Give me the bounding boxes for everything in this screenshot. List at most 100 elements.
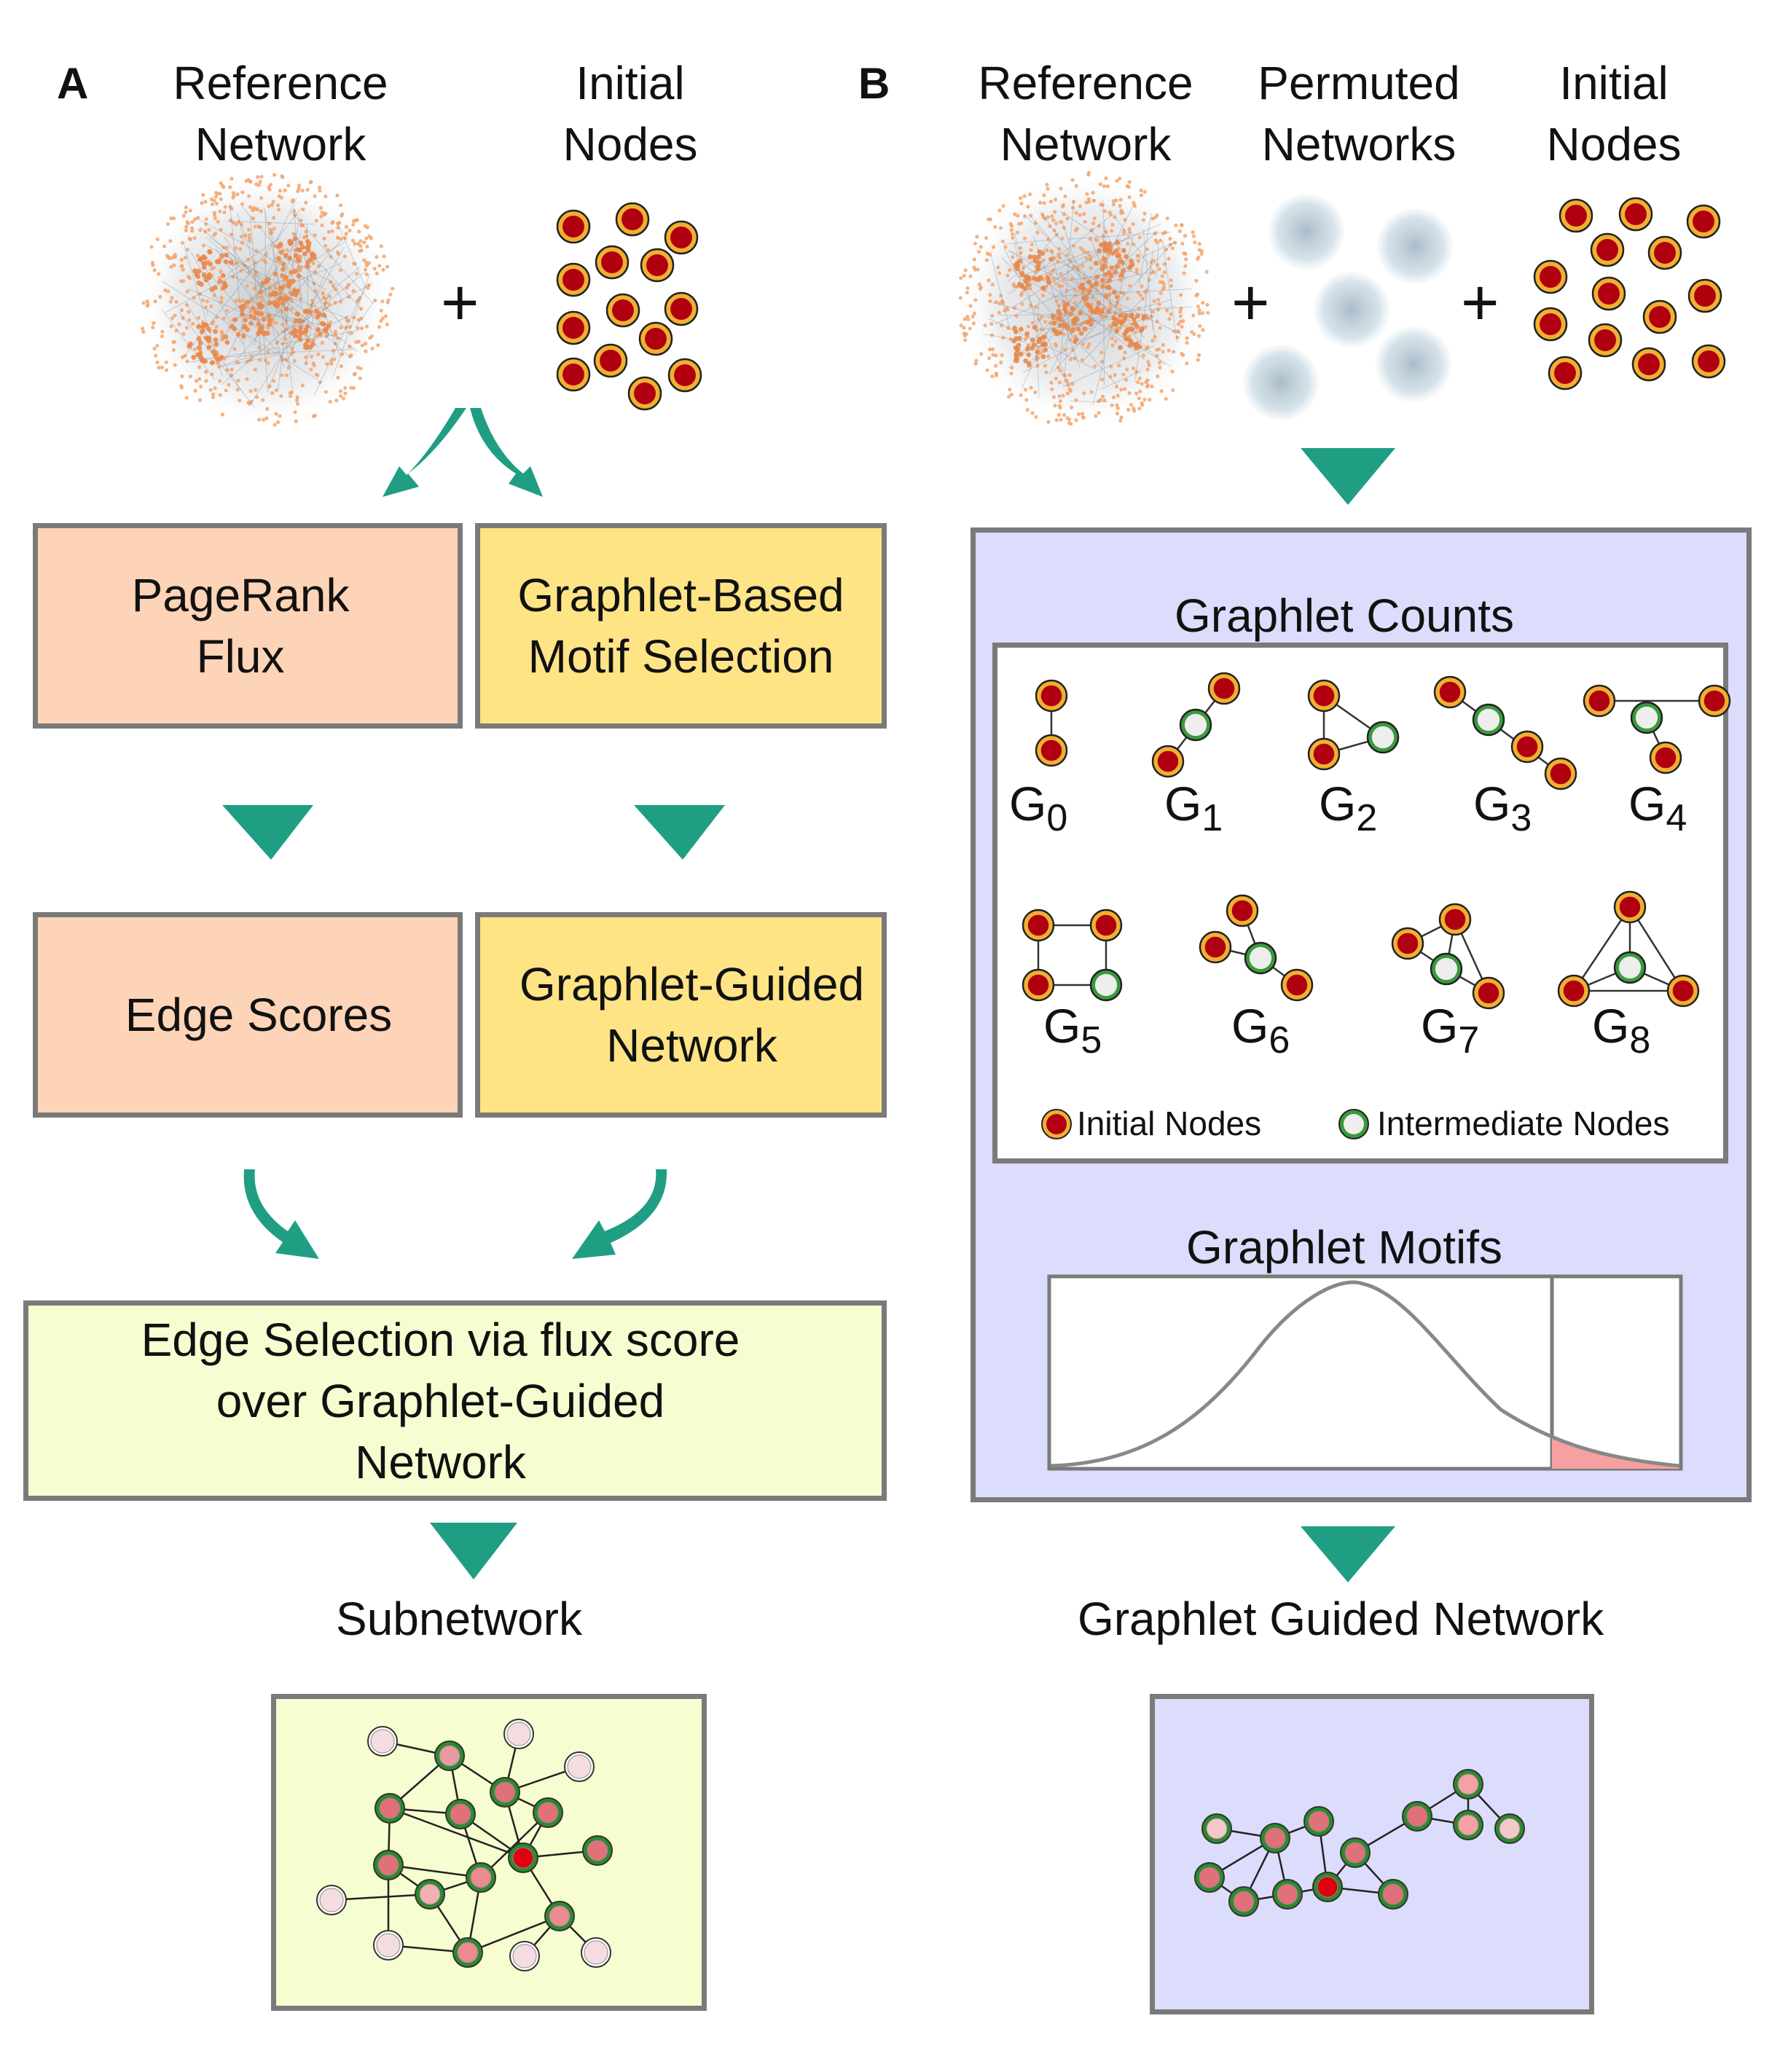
reference-network-b — [956, 170, 1215, 430]
subnetwork-node — [581, 1937, 611, 1968]
guided-network-node — [1272, 1879, 1303, 1910]
initial-node — [556, 209, 591, 244]
subnetwork-node — [544, 1901, 575, 1931]
initial-node — [1438, 903, 1472, 936]
legend-intermediate-node-icon — [1338, 1109, 1369, 1139]
subnetwork-node — [375, 1793, 405, 1824]
pagerank-flux-box: PageRank Flux — [33, 523, 463, 729]
graphlet-label-g4: G4 — [1628, 777, 1687, 839]
subnetwork-node — [445, 1799, 476, 1829]
graphlet-motifs-distribution — [1047, 1274, 1683, 1471]
guided-network-node — [1453, 1810, 1483, 1840]
intermediate-node — [1089, 968, 1123, 1002]
initial-node — [1649, 741, 1682, 774]
subnetwork-node — [452, 1937, 483, 1968]
edge-selection-box: Edge Selection via flux score over Graph… — [23, 1300, 887, 1501]
graphlet-label-g0: G0 — [1009, 777, 1068, 839]
intermediate-node — [1179, 708, 1212, 742]
subnetwork-graph — [316, 1719, 613, 1971]
initial-node — [1022, 909, 1055, 942]
intermediate-node — [1366, 721, 1400, 754]
initial-node — [1089, 909, 1123, 942]
initial-node — [1691, 344, 1726, 379]
initial-node — [627, 376, 662, 411]
chevron-icon — [1301, 448, 1395, 505]
subnetwork-node — [415, 1879, 445, 1910]
initial-node — [1307, 737, 1341, 771]
initial-node — [1590, 232, 1625, 267]
subnetwork-node — [508, 1843, 538, 1873]
edge-scores-box: Edge Scores — [33, 912, 463, 1118]
subnetwork-node — [564, 1751, 595, 1782]
guided-network-node — [1340, 1837, 1371, 1868]
subnetwork-box — [271, 1694, 707, 2011]
initial-node — [1151, 745, 1185, 778]
initial-node — [1548, 356, 1583, 391]
intermediate-node — [1613, 951, 1647, 984]
subnetwork-label: Subnetwork — [336, 1593, 582, 1645]
chevron-icon — [1301, 1526, 1395, 1582]
initial-node — [638, 321, 673, 356]
chevron-icon — [634, 805, 725, 860]
initial-node — [1433, 675, 1467, 709]
subnetwork-node — [533, 1797, 563, 1828]
legend-initial-node-icon — [1041, 1109, 1072, 1139]
initial-node — [556, 310, 591, 345]
initial-node — [1472, 976, 1505, 1010]
chevron-icon — [430, 1523, 517, 1579]
initial-node — [1631, 347, 1666, 382]
intermediate-node — [1244, 941, 1277, 975]
panel-b-reference-label: Reference Network — [978, 57, 1193, 170]
initial-nodes-a — [556, 202, 702, 411]
guided-network-label: Graphlet-Guided Network — [519, 958, 865, 1072]
subnetwork-node — [373, 1930, 404, 1961]
subnetwork-node — [434, 1741, 465, 1771]
initial-node — [1687, 278, 1722, 313]
edge-selection-label: Edge Selection via flux score over Graph… — [141, 1313, 740, 1488]
initial-node — [667, 358, 702, 393]
guided-network-node — [1194, 1862, 1225, 1893]
legend-initial-label: Initial Nodes — [1077, 1104, 1262, 1142]
panel-a-plus: + — [441, 267, 479, 340]
initial-node — [1035, 734, 1068, 767]
graphlet-guided-network-box — [1150, 1694, 1594, 2014]
guided-network-node — [1312, 1872, 1343, 1902]
initial-node — [1557, 974, 1591, 1008]
guided-network-node — [1303, 1806, 1334, 1837]
panel-a-arrows — [222, 408, 725, 1579]
initial-node — [1588, 323, 1623, 358]
guided-network-node — [1201, 1813, 1232, 1844]
initial-node — [1686, 204, 1721, 239]
initial-node — [1199, 930, 1232, 964]
graphlet-label-g3: G3 — [1473, 777, 1532, 839]
panel-b-plus-1: + — [1231, 267, 1270, 340]
initial-node — [605, 293, 640, 328]
initial-node — [556, 357, 591, 392]
panel-b-permuted-label: Permuted Networks — [1258, 57, 1460, 170]
subnetwork-node — [466, 1862, 496, 1893]
intermediate-node — [1430, 952, 1463, 986]
initial-node — [1591, 276, 1626, 311]
initial-node — [640, 248, 675, 283]
motif-selection-label: Graphlet-Based Motif Selection — [517, 569, 844, 683]
legend-intermediate-label: Intermediate Nodes — [1377, 1104, 1670, 1142]
graphlet-guided-network-graph — [1194, 1769, 1525, 1917]
guided-network-node — [1378, 1879, 1408, 1910]
graphlet-counts-title: Graphlet Counts — [1174, 589, 1515, 642]
graphlet-label-g8: G8 — [1592, 999, 1651, 1061]
graphlet-label-g1: G1 — [1164, 777, 1223, 839]
edge-scores-label: Edge Scores — [125, 989, 393, 1041]
permuted-networks — [1243, 194, 1453, 420]
subnetwork-node — [503, 1719, 534, 1749]
initial-node — [1035, 679, 1068, 713]
intermediate-node — [1472, 703, 1505, 737]
subnetwork-node — [367, 1726, 398, 1757]
reference-network-a — [136, 170, 396, 430]
panel-b-plus-2: + — [1461, 267, 1499, 340]
initial-node — [615, 202, 650, 237]
initial-node — [1226, 894, 1259, 927]
motif-selection-box: Graphlet-Based Motif Selection — [475, 523, 887, 729]
graphlet-guided-network-label: Graphlet Guided Network — [1077, 1593, 1604, 1645]
panel-b-letter: B — [858, 59, 890, 108]
